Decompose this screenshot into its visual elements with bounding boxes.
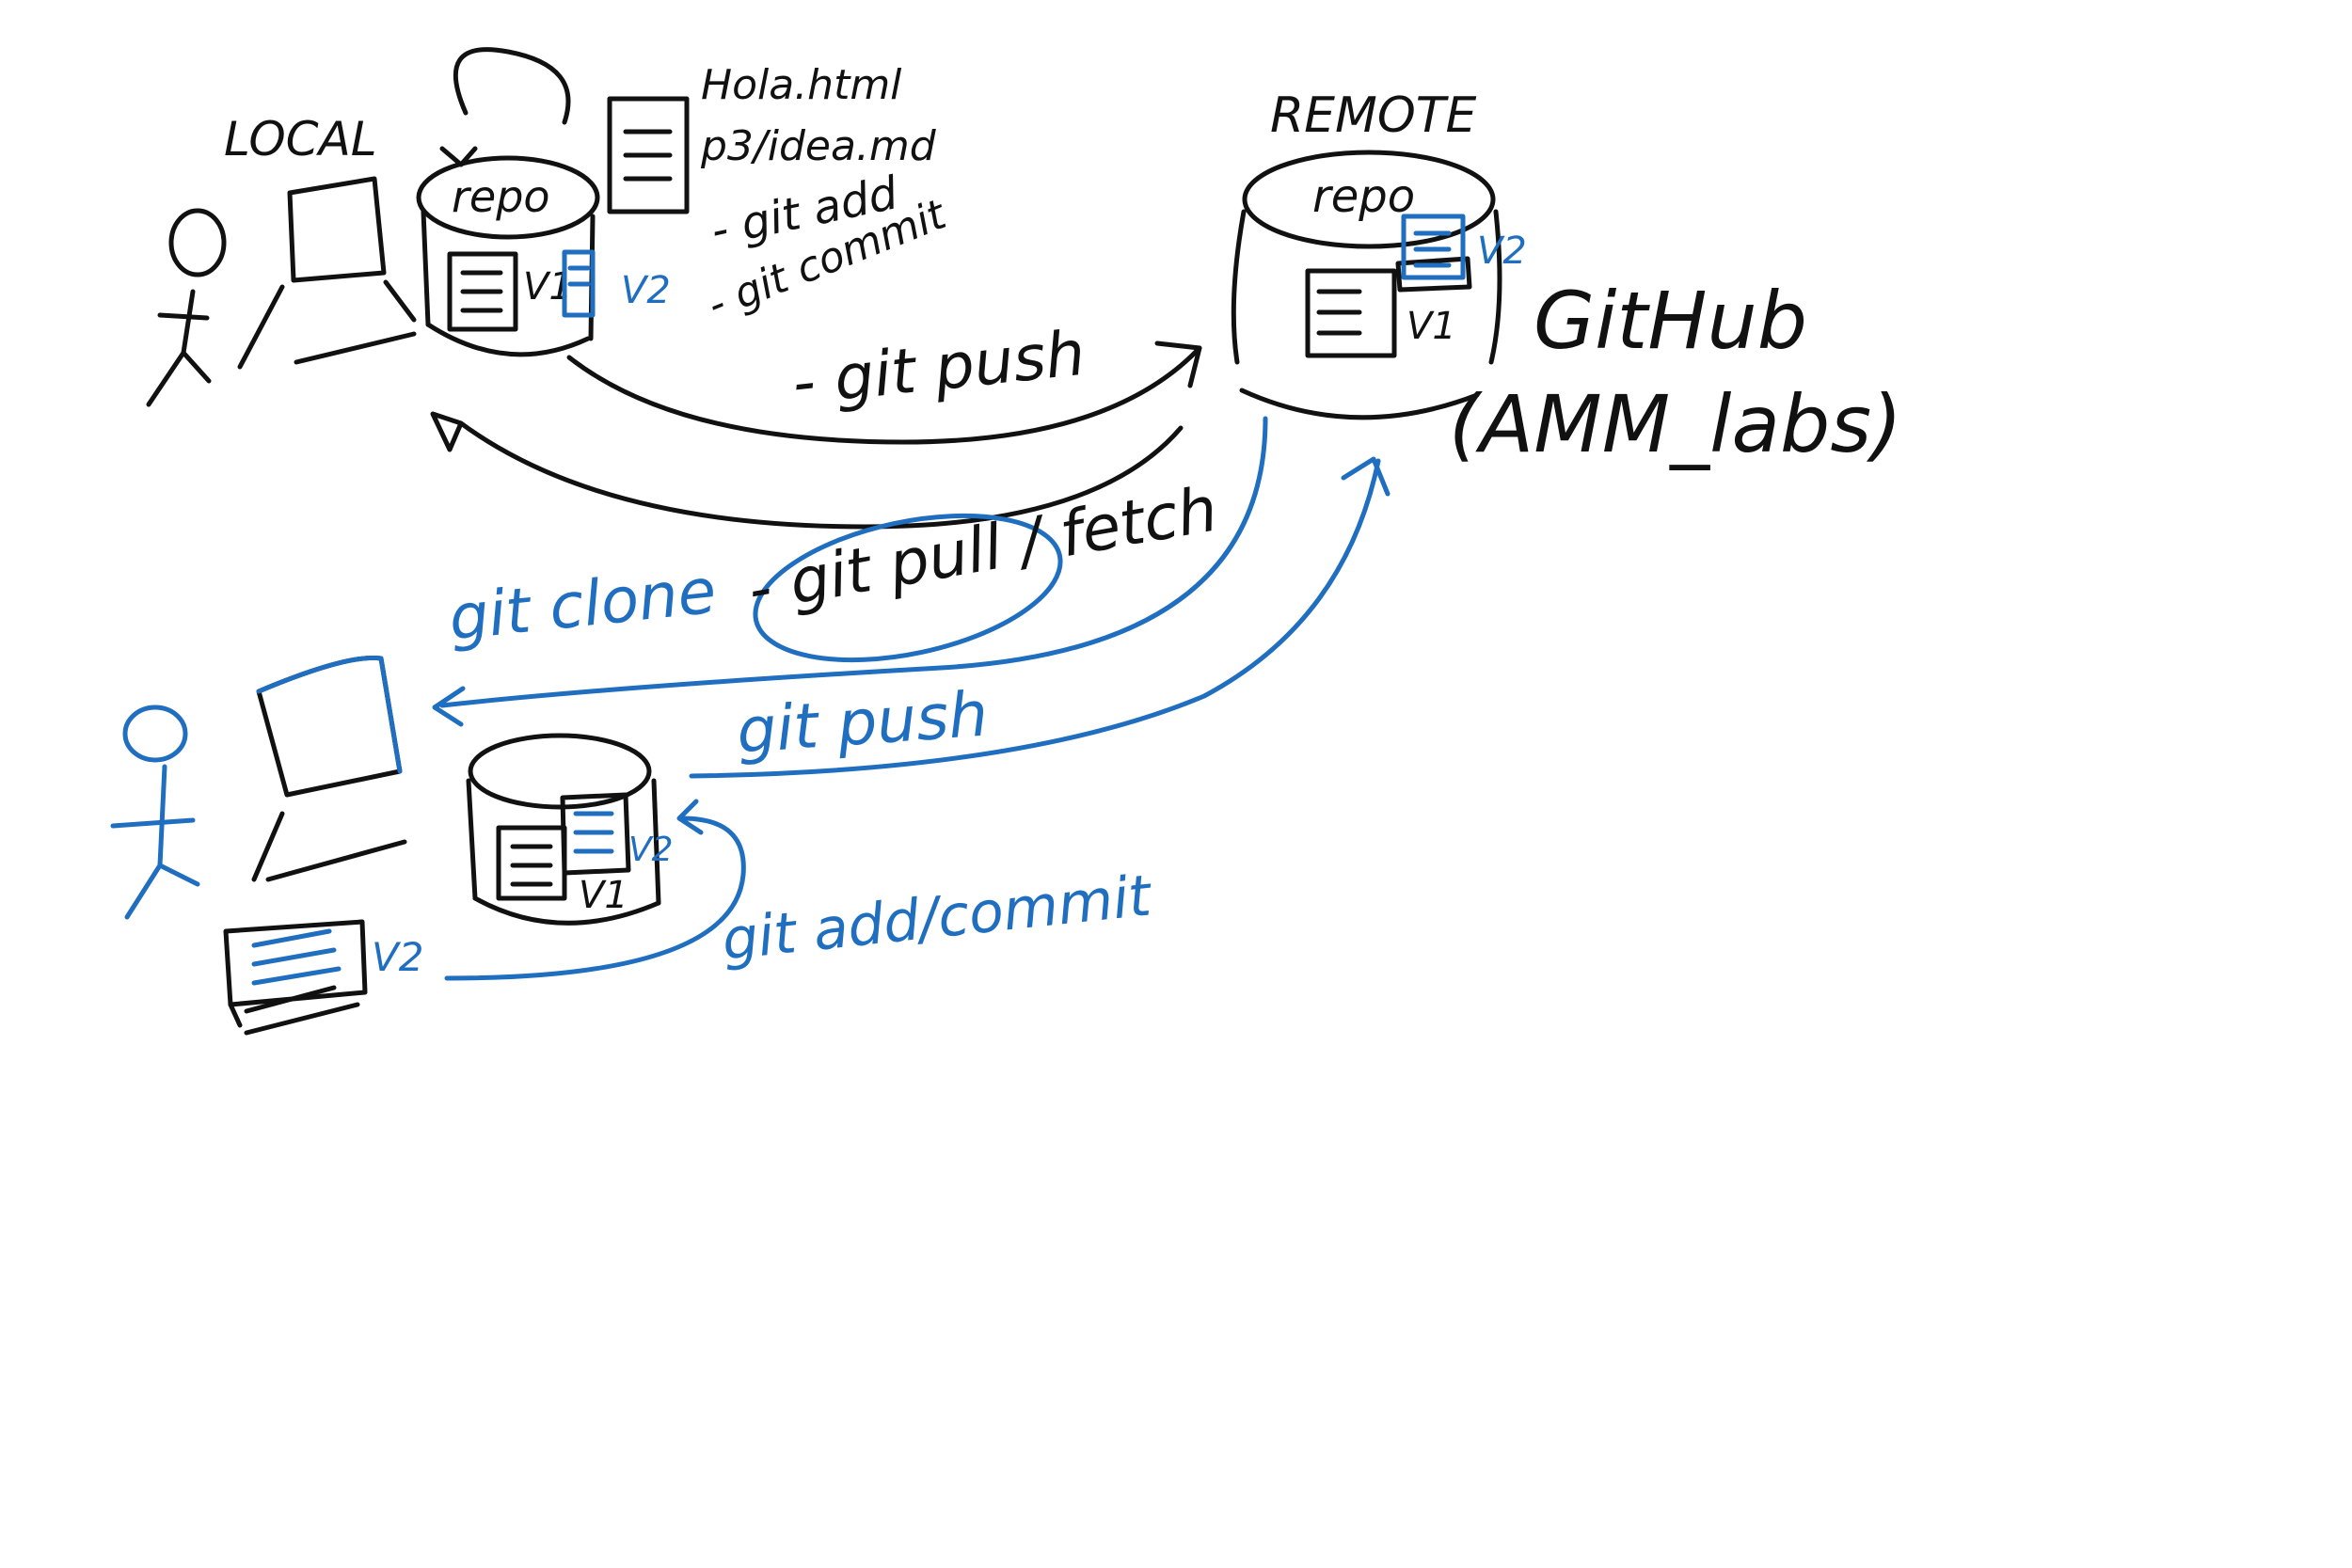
cmd-git-clone: git clone [446, 555, 720, 655]
github-label: GitHub [1534, 275, 1807, 367]
local-file-v1-document-icon [447, 251, 518, 332]
pull-arrow-icon [430, 411, 1184, 530]
org-label: (AMM_labs) [1449, 378, 1902, 470]
clone-file-v2-document-icon [560, 792, 631, 876]
cmd-git-pull: - git pull / fetch [742, 472, 1222, 626]
clone-edited-document-icon [223, 919, 368, 1036]
remote-file-v1-document-icon [1305, 256, 1472, 358]
local-person-icon [146, 208, 227, 407]
local-repo-label: repo [452, 171, 550, 222]
local-v2-label: V2 [621, 269, 671, 312]
push-arrow-icon [566, 341, 1202, 445]
clone-laptop-icon [251, 655, 407, 882]
clone-person-icon [110, 705, 200, 920]
remote-file-v2-document-icon [1401, 214, 1466, 280]
remote-v1-label: V1 [1406, 305, 1456, 348]
clone-edited-document-lines [251, 928, 342, 986]
clone-v1-label: V1 [579, 874, 628, 917]
remote-v2-label: V2 [1477, 230, 1527, 273]
note-document-icon [607, 96, 690, 214]
local-label: LOCAL [224, 112, 377, 166]
clone-repo-cylinder-icon [466, 733, 661, 926]
clone-laptop-accent [256, 655, 403, 774]
clone-file-v1-document-icon [496, 825, 567, 901]
pull-highlight-circle [753, 513, 1063, 663]
local-laptop-icon [237, 176, 417, 370]
clone-v2-repo-label: V2 [628, 831, 674, 869]
remote-repo-label: repo [1312, 170, 1415, 223]
cmd-git-push-blue: git push [735, 678, 991, 768]
cmd-git-push: - git push [789, 317, 1089, 420]
push-blue-arrow-icon [689, 456, 1391, 779]
clone-arrow-icon [432, 416, 1268, 727]
cmd-git-add-commit: git add/commit [719, 863, 1156, 974]
files-note-line-1: Hola.html [701, 61, 902, 109]
local-file-v2-document-icon [562, 249, 596, 318]
add-commit-arrow-icon [444, 799, 746, 981]
local-repo-cylinder-icon [416, 47, 600, 357]
files-note-line-2: p3/idea.md [700, 122, 937, 170]
remote-label: REMOTE [1270, 87, 1477, 144]
clone-v2-file-label: V2 [372, 934, 423, 980]
clone-file-v2-lines [573, 811, 614, 854]
remote-repo-cylinder-icon [1231, 150, 1502, 420]
